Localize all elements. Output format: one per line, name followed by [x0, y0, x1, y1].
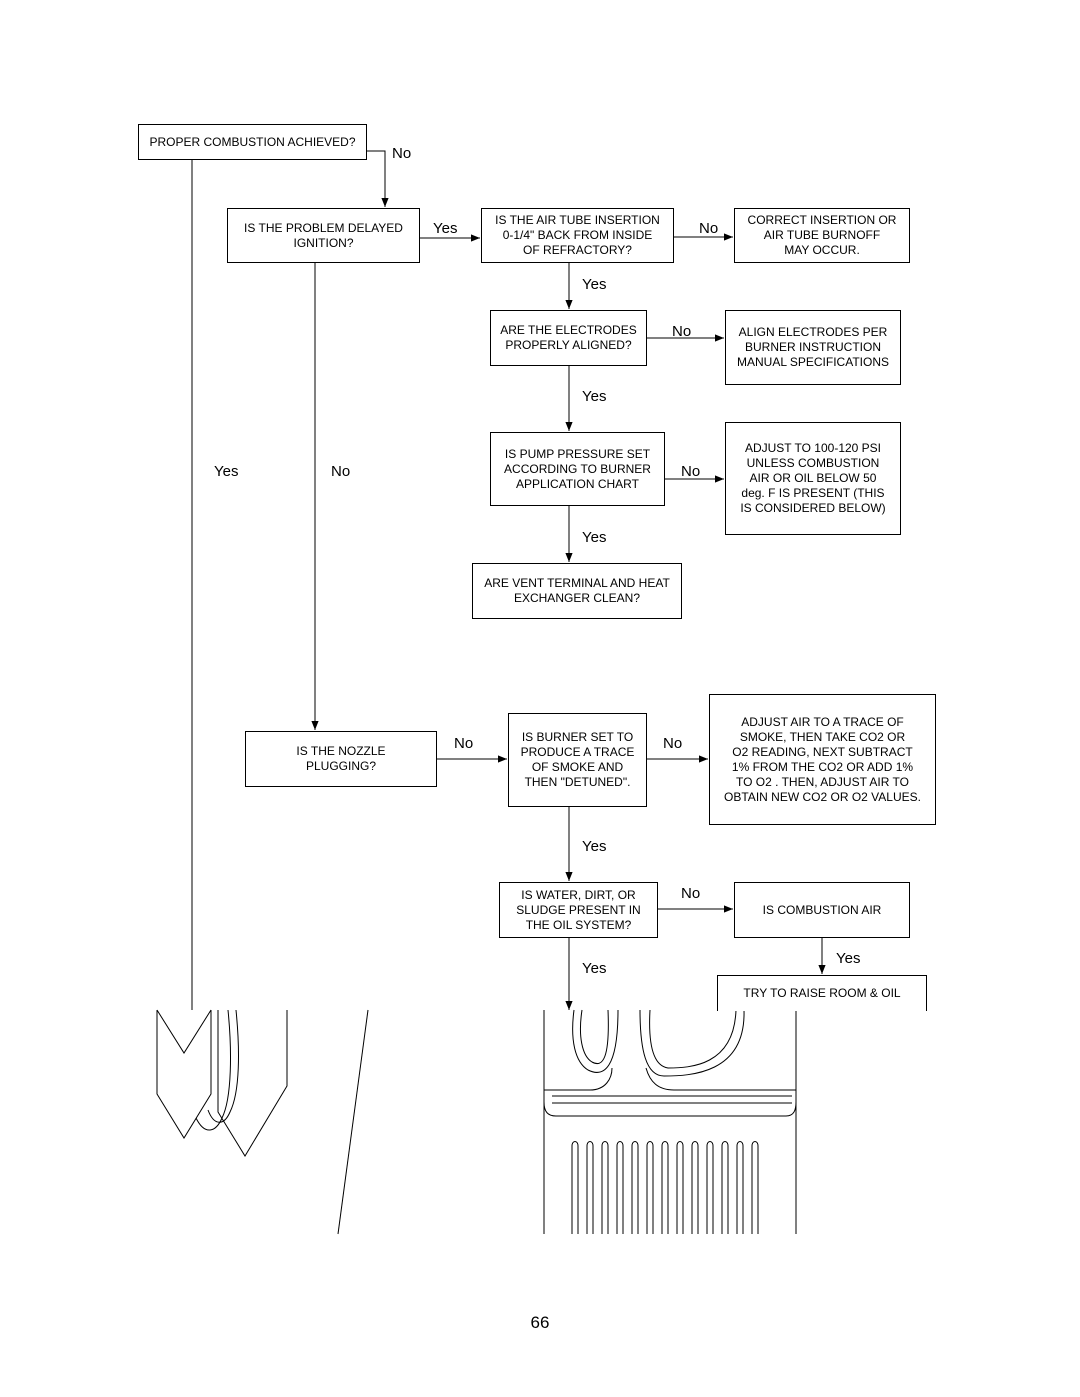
box-raise-room: TRY TO RAISE ROOM & OIL: [717, 975, 927, 1011]
chevron-left-art: [156, 1010, 212, 1139]
box-pump-pressure: IS PUMP PRESSURE SET ACCORDING TO BURNER…: [490, 432, 665, 506]
loop-art-left-inner: [579, 1009, 609, 1064]
box-adjust-air: ADJUST AIR TO A TRACE OF SMOKE, THEN TAK…: [709, 694, 936, 825]
label-yes-delayed: Yes: [433, 220, 458, 237]
manifold-top: [544, 1067, 796, 1091]
box-delayed-ignition-text: IS THE PROBLEM DELAYED IGNITION?: [244, 220, 403, 250]
box-water-dirt-text: IS WATER, DIRT, OR SLUDGE PRESENT IN THE…: [516, 887, 641, 932]
curve-art-1: [195, 1009, 231, 1131]
box-nozzle-plugging: IS THE NOZZLE PLUGGING?: [245, 731, 437, 787]
box-air-tube-insertion-text: IS THE AIR TUBE INSERTION 0-1/4" BACK FR…: [495, 213, 660, 257]
box-combustion-air: IS COMBUSTION AIR: [734, 882, 910, 938]
loop-art-right: [639, 1009, 745, 1077]
slash-art: [337, 1009, 369, 1235]
loop-art-right-inner: [649, 1009, 737, 1069]
box-delayed-ignition: IS THE PROBLEM DELAYED IGNITION?: [227, 208, 420, 263]
box-raise-room-text: TRY TO RAISE ROOM & OIL: [743, 986, 901, 1000]
box-air-tube-insertion: IS THE AIR TUBE INSERTION 0-1/4" BACK FR…: [481, 208, 674, 263]
label-yes-pump: Yes: [582, 529, 607, 546]
label-no-electrodes: No: [672, 323, 692, 340]
box-align-electrodes-text: ALIGN ELECTRODES PER BURNER INSTRUCTION …: [736, 325, 890, 369]
label-no-water: No: [681, 885, 701, 902]
box-pump-pressure-text: IS PUMP PRESSURE SET ACCORDING TO BURNER…: [504, 446, 651, 491]
box-adjust-psi: ADJUST TO 100-120 PSI UNLESS COMBUSTION …: [725, 422, 901, 535]
box-electrodes-aligned: ARE THE ELECTRODES PROPERLY ALIGNED?: [490, 310, 647, 366]
box-burner-trace: IS BURNER SET TO PRODUCE A TRACE OF SMOK…: [508, 713, 647, 807]
label-yes-burner: Yes: [582, 838, 607, 855]
box-adjust-air-text: ADJUST AIR TO A TRACE OF SMOKE, THEN TAK…: [724, 714, 921, 804]
fin-array: [571, 1141, 759, 1234]
box-burner-trace-text: IS BURNER SET TO PRODUCE A TRACE OF SMOK…: [520, 730, 635, 789]
box-combustion-air-text: IS COMBUSTION AIR: [762, 902, 882, 917]
label-yes-left: Yes: [214, 463, 239, 480]
box-proper-combustion: PROPER COMBUSTION ACHIEVED?: [138, 124, 367, 160]
label-yes-airtube: Yes: [582, 276, 607, 293]
label-yes-electrodes: Yes: [582, 388, 607, 405]
curve-art-2: [207, 1009, 239, 1123]
box-water-dirt: IS WATER, DIRT, OR SLUDGE PRESENT IN THE…: [499, 882, 658, 938]
loop-art-left: [572, 1009, 619, 1073]
box-nozzle-plugging-text: IS THE NOZZLE PLUGGING?: [296, 744, 386, 773]
label-no-left: No: [331, 463, 351, 480]
chevron-left-notch: [156, 1009, 212, 1054]
label-yes-combustion: Yes: [836, 950, 861, 967]
label-no-burner: No: [663, 735, 683, 752]
box-align-electrodes: ALIGN ELECTRODES PER BURNER INSTRUCTION …: [725, 310, 901, 385]
box-proper-combustion-text: PROPER COMBUSTION ACHIEVED?: [149, 134, 356, 149]
label-no-proper: No: [392, 145, 412, 162]
connector-proper-to-delayed: [366, 150, 389, 207]
chevron-right-art: [217, 1010, 288, 1157]
box-correct-insertion: CORRECT INSERTION OR AIR TUBE BURNOFF MA…: [734, 208, 910, 263]
manifold-corner-left: [543, 1101, 797, 1117]
label-no-nozzle: No: [454, 735, 474, 752]
page-number: 66: [530, 1313, 550, 1332]
label-yes-water: Yes: [582, 960, 607, 977]
label-no-pump: No: [681, 463, 701, 480]
box-electrodes-aligned-text: ARE THE ELECTRODES PROPERLY ALIGNED?: [500, 323, 637, 352]
box-adjust-psi-text: ADJUST TO 100-120 PSI UNLESS COMBUSTION …: [740, 441, 886, 515]
box-correct-insertion-text: CORRECT INSERTION OR AIR TUBE BURNOFF MA…: [747, 213, 897, 257]
residual-line-art: [156, 1009, 797, 1235]
box-vent-terminal-text: ARE VENT TERMINAL AND HEAT EXCHANGER CLE…: [484, 576, 670, 605]
box-vent-terminal: ARE VENT TERMINAL AND HEAT EXCHANGER CLE…: [472, 563, 682, 619]
label-no-airtube: No: [699, 220, 719, 237]
